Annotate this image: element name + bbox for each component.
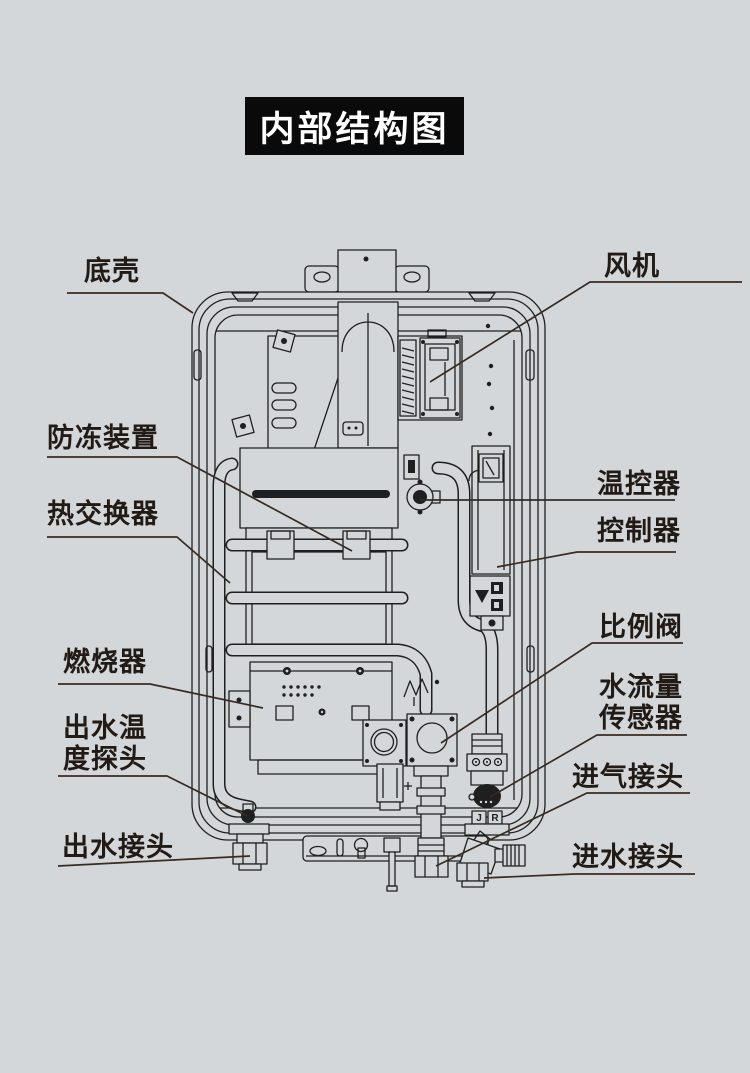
label-thermostat: 温控器	[597, 469, 681, 499]
label-outlet-temp-probe-line1: 出水温	[63, 713, 147, 743]
flow-sensor-mark-left: J	[476, 813, 482, 824]
mounting-bracket-drawing	[304, 249, 430, 293]
right-pipe-drawing	[431, 461, 499, 742]
label-water-flow-sensor: 水流量 传感器	[599, 672, 683, 734]
label-outlet-temp-probe-line2: 度探头	[63, 744, 147, 774]
leader-outlet-temp-probe	[58, 775, 248, 817]
flow-sensor-mark-right: R	[491, 813, 499, 824]
leader-water-flow-sensor	[489, 734, 687, 798]
label-water-flow-sensor-line2: 传感器	[599, 703, 683, 733]
thermostat-drawing	[403, 454, 441, 515]
label-controller: 控制器	[597, 516, 681, 546]
leader-controller	[496, 551, 676, 568]
leader-fan	[429, 281, 742, 383]
gas-inlet-drawing	[414, 775, 449, 878]
left-pipe-drawing	[212, 457, 257, 814]
antifreeze-device-drawing	[266, 530, 371, 560]
label-water-inlet-connector: 进水接头	[572, 842, 684, 872]
label-outlet-temp-probe: 出水温 度探头	[63, 713, 147, 775]
leader-proportional-valve	[440, 642, 683, 744]
leader-water-inlet	[483, 873, 695, 879]
water-pipes-drawing	[225, 530, 433, 717]
leader-gas-inlet	[435, 792, 690, 867]
leader-bottom-shell	[67, 292, 194, 314]
fan-drawing	[397, 329, 463, 421]
label-fan: 风机	[604, 251, 660, 281]
label-bottom-shell: 底壳	[84, 256, 140, 286]
back-panel-details-drawing	[231, 323, 495, 711]
controller-drawing	[468, 445, 511, 631]
flue-duct-drawing	[337, 301, 399, 449]
leader-burner	[58, 683, 264, 709]
leader-antifreeze	[47, 456, 353, 552]
proportional-valve-drawing	[362, 678, 458, 811]
label-outlet-connector: 出水接头	[62, 832, 174, 862]
leader-lines	[47, 281, 742, 879]
label-heat-exchanger: 热交换器	[47, 499, 159, 529]
leader-outlet-connector	[57, 855, 251, 867]
label-proportional-valve: 比例阀	[599, 612, 683, 642]
label-gas-inlet-connector: 进气接头	[572, 762, 684, 792]
leader-heat-exchanger	[47, 536, 231, 584]
drain-tube-drawing	[383, 837, 401, 892]
water-inlet-drawing	[456, 830, 526, 888]
water-flow-sensor-drawing: J R	[464, 733, 510, 836]
label-water-flow-sensor-line1: 水流量	[599, 672, 683, 702]
label-antifreeze-device: 防冻装置	[47, 423, 159, 453]
outlet-connector-drawing	[228, 803, 270, 871]
diagram-title: 内部结构图	[245, 97, 464, 155]
label-burner: 燃烧器	[63, 647, 147, 677]
diagram-title-text: 内部结构图	[259, 109, 450, 149]
burner-vent-dots	[282, 685, 321, 697]
